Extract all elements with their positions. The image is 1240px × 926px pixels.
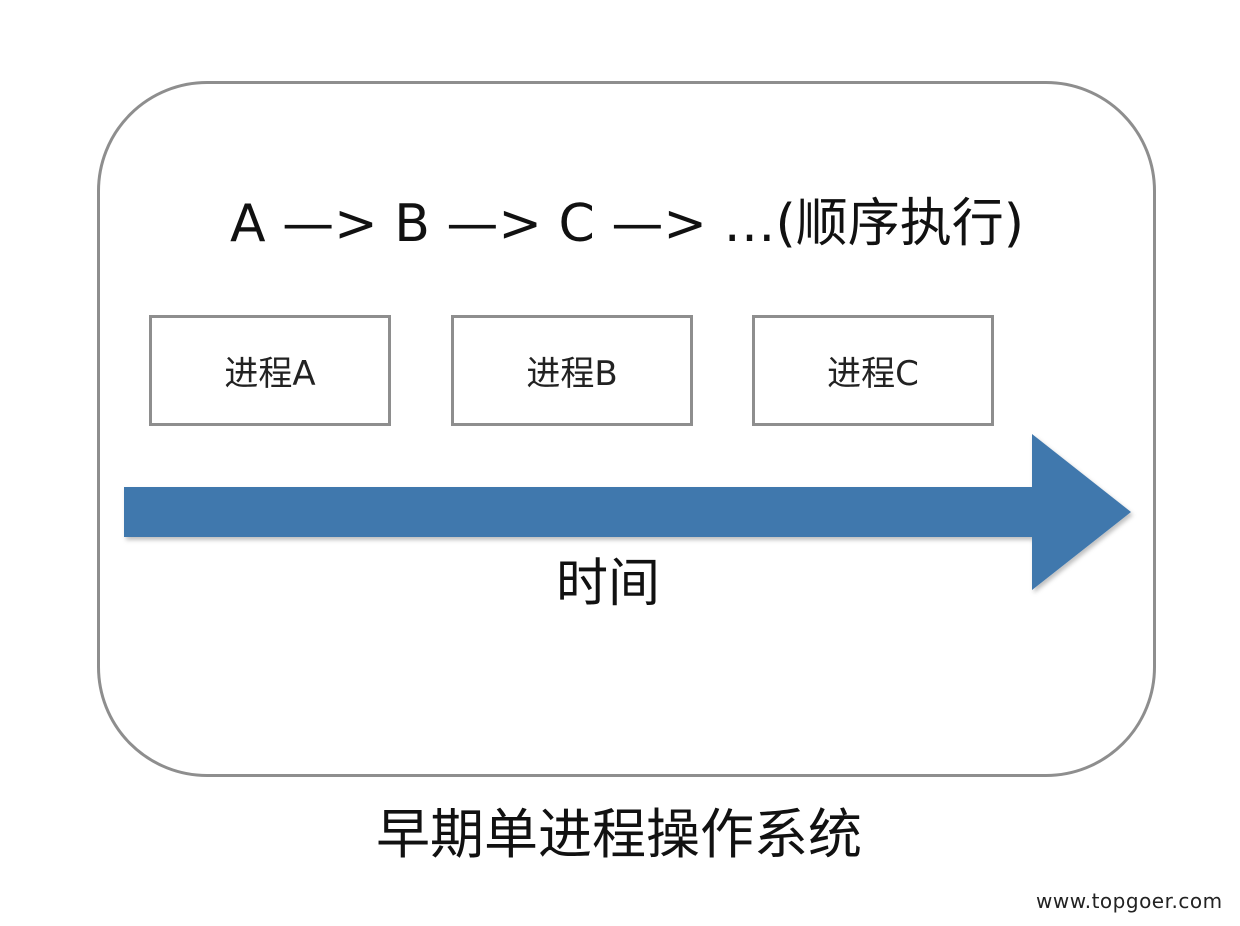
sequence-heading: A —> B —> C —> …(顺序执行) — [230, 194, 1025, 254]
diagram-frame — [97, 81, 1156, 777]
diagram-caption: 早期单进程操作系统 — [376, 803, 862, 866]
watermark-text: www.topgoer.com — [1036, 889, 1223, 913]
time-axis-label: 时间 — [556, 554, 661, 614]
process-box-c: 进程C — [752, 315, 994, 426]
process-box-b: 进程B — [451, 315, 693, 426]
process-box-a: 进程A — [149, 315, 391, 426]
